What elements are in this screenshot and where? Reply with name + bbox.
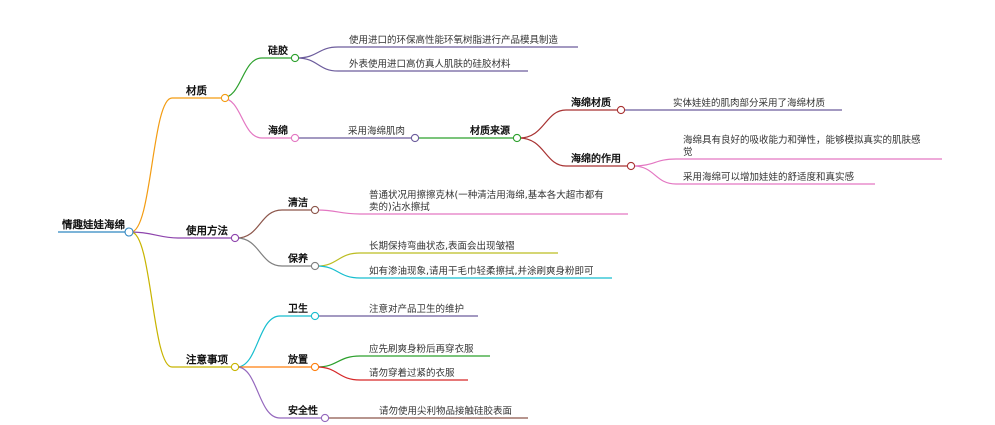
hygiene-leaf[interactable]: 注意对产品卫生的维护: [369, 303, 464, 315]
silicone-leaf-1[interactable]: 使用进口的环保高性能环氧树脂进行产品模具制造: [349, 34, 559, 46]
sponge-material-node-dot[interactable]: [616, 105, 626, 115]
source-node-dot[interactable]: [512, 133, 522, 143]
clean-node-dot[interactable]: [310, 205, 320, 215]
material-node-dot[interactable]: [220, 93, 230, 103]
silicone-leaf-2[interactable]: 外表使用进口高仿真人肌肤的硅胶材料: [349, 58, 511, 70]
silicone-node-dot[interactable]: [290, 53, 300, 63]
placement-leaf-2[interactable]: 请勿穿着过紧的衣服: [369, 367, 455, 379]
notes-label[interactable]: 注意事项: [186, 353, 228, 366]
clean-leaf-line-2[interactable]: 卖的)沾水擦拭: [369, 201, 430, 213]
labels: 情趣娃娃海绵 材质 使用方法 注意事项 硅胶 海绵 使用进口的环保高性能环氧树脂…: [62, 34, 921, 417]
edge-usage-clean: [236, 209, 312, 239]
sponge-leaf[interactable]: 采用海绵肌肉: [348, 125, 405, 137]
edge-spongeeffect-leaf2: [632, 165, 875, 185]
hygiene-node-dot[interactable]: [310, 311, 320, 321]
edge-placement-leaf2: [316, 366, 468, 381]
sponge-material-label[interactable]: 海绵材质: [571, 96, 611, 109]
usage-node-dot[interactable]: [230, 233, 240, 243]
sponge-effect-leaf-1-line-2[interactable]: 觉: [683, 147, 693, 158]
edge-care-leaf2: [316, 265, 612, 279]
safety-node-dot[interactable]: [320, 413, 330, 423]
root-label[interactable]: 情趣娃娃海绵: [62, 218, 125, 231]
edge-care-leaf1: [316, 252, 558, 267]
placement-leaf-1[interactable]: 应先刷爽身粉后再穿衣服: [369, 343, 474, 355]
edge-silicone-leaf1: [296, 46, 578, 59]
node-dots: [124, 53, 636, 423]
edge-root-notes: [130, 231, 232, 368]
source-label[interactable]: 材质来源: [470, 124, 510, 137]
edges: [130, 46, 942, 419]
edge-usage-care: [236, 237, 312, 267]
clean-leaf-line-1[interactable]: 普通状况用擦擦克林(一种清洁用海绵,基本各大超市都有: [369, 189, 604, 201]
edge-notes-safety: [236, 366, 322, 419]
material-label[interactable]: 材质: [185, 84, 207, 97]
notes-node-dot[interactable]: [230, 362, 240, 372]
sponge-leaf-node-dot[interactable]: [410, 133, 420, 143]
root-node-dot[interactable]: [124, 227, 134, 237]
safety-leaf[interactable]: 请勿使用尖利物品接触硅胶表面: [379, 405, 512, 417]
edge-root-material: [130, 97, 222, 233]
edge-notes-hygiene: [236, 315, 312, 368]
edge-silicone-leaf2: [296, 57, 528, 72]
edge-source-effect: [518, 137, 628, 167]
sponge-node-dot[interactable]: [290, 133, 300, 143]
safety-label[interactable]: 安全性: [288, 404, 318, 417]
sponge-label[interactable]: 海绵: [268, 124, 288, 137]
sponge-material-leaf[interactable]: 实体娃娃的肌肉部分采用了海绵材质: [673, 97, 826, 109]
edge-source-material: [518, 109, 618, 139]
placement-label[interactable]: 放置: [287, 353, 308, 366]
sponge-effect-label[interactable]: 海绵的作用: [571, 152, 621, 165]
silicone-label[interactable]: 硅胶: [268, 44, 288, 57]
edge-spongeeffect-leaf1: [632, 158, 942, 167]
placement-node-dot[interactable]: [310, 362, 320, 372]
clean-label[interactable]: 清洁: [288, 196, 308, 209]
edge-clean-leaf: [316, 209, 628, 215]
care-node-dot[interactable]: [310, 261, 320, 271]
edge-placement-leaf1: [316, 355, 490, 368]
sponge-effect-leaf-1-line-1[interactable]: 海绵具有良好的吸收能力和弹性，能够模拟真实的肌肤感: [683, 134, 921, 146]
hygiene-label[interactable]: 卫生: [288, 302, 308, 315]
care-leaf-1[interactable]: 长期保持弯曲状态,表面会出现皱褶: [369, 240, 515, 252]
sponge-effect-node-dot[interactable]: [626, 161, 636, 171]
care-label[interactable]: 保养: [287, 252, 309, 265]
edge-material-silicone: [221, 57, 292, 99]
sponge-effect-leaf-2[interactable]: 采用海绵可以增加娃娃的舒适度和真实感: [683, 171, 855, 183]
care-leaf-2[interactable]: 如有渗油现象,请用干毛巾轻柔擦拭,并涂刷爽身粉即可: [369, 265, 594, 277]
edge-root-usage: [130, 231, 232, 239]
usage-label[interactable]: 使用方法: [185, 224, 228, 237]
